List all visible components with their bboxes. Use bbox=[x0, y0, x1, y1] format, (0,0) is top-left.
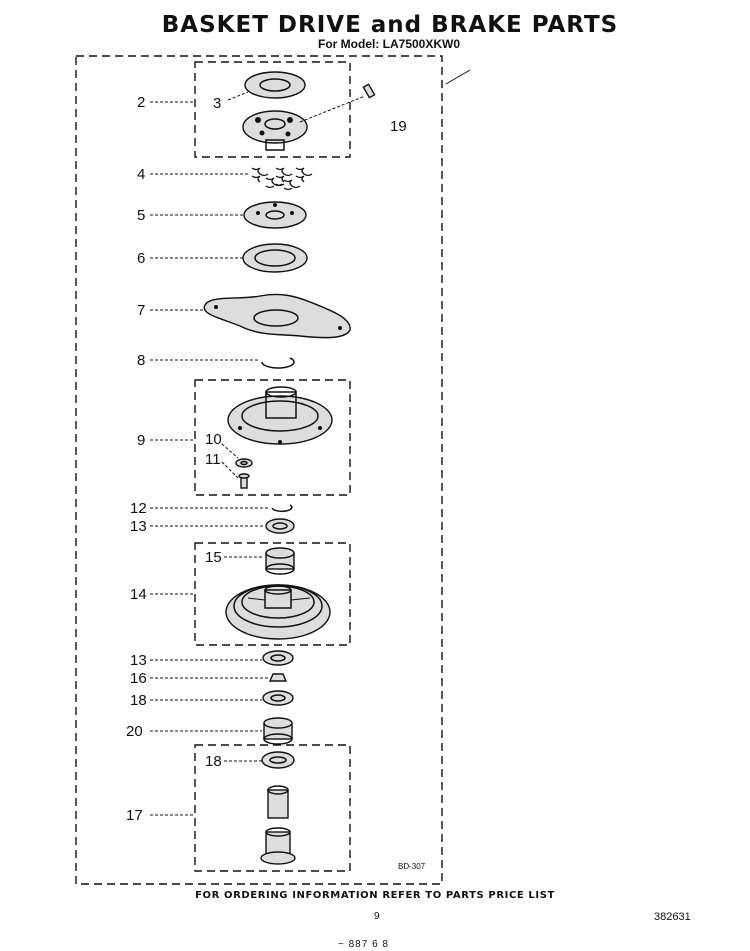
callout-13-upper: 13 bbox=[130, 518, 147, 535]
callout-16: 16 bbox=[130, 670, 147, 687]
page-number: 9 bbox=[374, 911, 380, 922]
callout-18-upper: 18 bbox=[130, 692, 147, 709]
callout-19: 19 bbox=[390, 118, 407, 135]
part-10-washer bbox=[235, 458, 253, 468]
part-16-cone-washer bbox=[268, 673, 288, 682]
callout-12: 12 bbox=[130, 500, 147, 517]
part-5-plate bbox=[243, 201, 307, 229]
callout-2: 2 bbox=[137, 94, 145, 111]
part-18-seal-lower bbox=[261, 751, 295, 769]
part-15-bearing bbox=[265, 547, 295, 575]
diagram-code: BD-307 bbox=[398, 862, 426, 871]
callout-13-lower: 13 bbox=[130, 652, 147, 669]
outer-frame bbox=[75, 55, 443, 885]
group-box-9 bbox=[194, 379, 351, 496]
callout-14: 14 bbox=[130, 586, 147, 603]
callout-6: 6 bbox=[137, 250, 145, 267]
part-12-clip bbox=[271, 504, 293, 513]
part-2-hub bbox=[242, 110, 308, 151]
part-13-washer-upper bbox=[265, 518, 295, 534]
part-14-pulley bbox=[225, 584, 331, 640]
part-13-washer-lower bbox=[262, 650, 294, 666]
callout-9: 9 bbox=[137, 432, 145, 449]
callout-8: 8 bbox=[137, 352, 145, 369]
callout-5: 5 bbox=[137, 207, 145, 224]
part-9-brake-assembly bbox=[227, 386, 333, 445]
callout-17: 17 bbox=[126, 807, 143, 824]
part-7-brake-lining bbox=[203, 293, 351, 339]
frame-pointer bbox=[445, 69, 471, 85]
group-box-14 bbox=[194, 542, 351, 646]
callout-15: 15 bbox=[205, 549, 222, 566]
group-box-17 bbox=[194, 744, 351, 872]
part-18-seal-upper bbox=[262, 690, 294, 706]
callout-18-lower: 18 bbox=[205, 753, 222, 770]
callout-4: 4 bbox=[137, 166, 145, 183]
page-title: BASKET DRIVE and BRAKE PARTS bbox=[161, 12, 619, 38]
ordering-footer: FOR ORDERING INFORMATION REFER TO PARTS … bbox=[195, 890, 555, 901]
callout-3: 3 bbox=[213, 95, 221, 112]
part-8-snap-ring bbox=[261, 357, 295, 369]
part-4-springs bbox=[251, 167, 313, 191]
callout-7: 7 bbox=[137, 302, 145, 319]
part-20-bushing bbox=[263, 717, 293, 745]
callout-11: 11 bbox=[205, 451, 221, 468]
part-11-screw bbox=[238, 473, 250, 489]
callout-20: 20 bbox=[126, 723, 143, 740]
callout-10: 10 bbox=[205, 431, 222, 448]
part-17-spin-tube bbox=[260, 785, 296, 865]
part-6-ring bbox=[242, 243, 308, 273]
scan-mark: ~ 887 6 8 bbox=[338, 939, 389, 950]
group-box-2 bbox=[194, 61, 351, 158]
part-3-washer bbox=[244, 71, 306, 99]
document-code: 382631 bbox=[654, 911, 691, 923]
model-subtitle: For Model: LA7500XKW0 bbox=[318, 37, 461, 51]
leader-lines bbox=[150, 91, 270, 816]
part-19-pin bbox=[299, 83, 376, 123]
